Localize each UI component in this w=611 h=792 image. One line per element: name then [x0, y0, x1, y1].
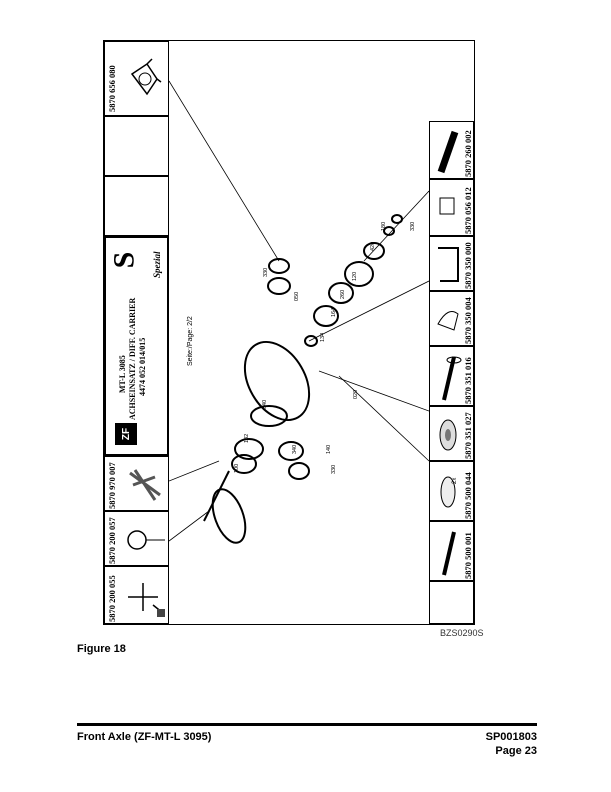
fixture-icon: [438, 247, 459, 282]
callout: 050: [294, 291, 300, 301]
tool-cell: 5870 970 007: [104, 456, 169, 511]
tool-cell: 2x 5870 500 044: [429, 461, 474, 521]
tool-part-number: 5870 500 001: [463, 532, 473, 579]
insert-icon: [437, 311, 459, 331]
footer-page-number: Page 23: [495, 745, 537, 757]
figure-caption: Figure 18: [77, 643, 126, 655]
tool-cell: 5870 350 000: [429, 236, 474, 291]
callout: 330: [263, 267, 269, 277]
dial-gauge-icon: [127, 530, 165, 550]
tool-part-number: 5870 656 080: [107, 65, 117, 112]
empty-cell: [104, 116, 169, 176]
special-logo-text: Spezial: [152, 251, 162, 278]
tool-cell: 5870 656 080: [104, 41, 169, 116]
footer-rule: [77, 723, 537, 726]
tool-cell: 5870 200 055: [104, 566, 169, 624]
disc-icon: [439, 419, 457, 451]
tool-part-number: 5870 351 016: [463, 357, 473, 404]
empty-cell: [429, 581, 474, 624]
callout: 132: [244, 433, 250, 443]
assembly-label: ACHSEINSATZ / DIFF. CARRIER: [128, 297, 137, 420]
callout: 100: [234, 463, 240, 473]
tool-cell: 5870 351 027: [429, 406, 474, 461]
tool-part-number: 5870 200 055: [107, 575, 117, 622]
tool-cell: 5870 351 016: [429, 346, 474, 406]
tool-part-number: 5870 200 057: [107, 517, 117, 564]
tool-cell: 5870 350 004: [429, 291, 474, 346]
callout: 140: [326, 444, 332, 454]
disc-icon: [440, 476, 456, 508]
callout: 180: [381, 221, 387, 231]
callout: 134: [320, 332, 326, 342]
callout: 340: [262, 399, 268, 409]
exploded-view-diagram: [169, 80, 429, 544]
footer-doc-number: SP001803: [485, 731, 537, 743]
extractor-icon: [129, 469, 161, 501]
callout: 340: [292, 444, 298, 454]
callout: 260: [340, 289, 346, 299]
mandrel-icon: [437, 130, 459, 174]
drawing-frame: 5870 656 080 ZF MT-L 3085 ACHSEINSATZ / …: [103, 40, 475, 625]
tool-part-number: 5870 970 007: [107, 462, 117, 509]
title-block: ZF MT-L 3085 ACHSEINSATZ / DIFF. CARRIER…: [104, 236, 169, 456]
footer-title: Front Axle (ZF-MT-L 3095): [77, 731, 212, 743]
drawing-code: BZS0290S: [440, 628, 484, 638]
callout: 120: [352, 271, 358, 281]
quantity-note: 2x: [452, 477, 458, 484]
model-label: MT-L 3085: [118, 355, 127, 393]
tool-cell: 5870 260 002: [429, 121, 474, 179]
tool-cell: 5870 200 057: [104, 511, 169, 566]
tool-part-number: 5870 351 027: [463, 412, 473, 459]
callout: 330: [410, 221, 416, 231]
tool-part-number: 5870 056 012: [463, 187, 473, 234]
callout: 420: [370, 241, 376, 251]
shaft-icon: [442, 531, 456, 576]
puller-icon: [130, 58, 162, 96]
tool-part-number: 5870 350 004: [463, 297, 473, 344]
callout: 020: [353, 389, 359, 399]
callout: 164: [331, 307, 337, 317]
tool-cell: 5870 500 001: [429, 521, 474, 581]
bracket-tool-icon: [128, 583, 165, 617]
tool-cell: 5870 056 012: [429, 179, 474, 236]
tool-part-number: 5870 500 044: [463, 472, 473, 519]
zf-logo: ZF: [115, 423, 137, 445]
special-logo-icon: S: [107, 251, 141, 269]
assembly-number: 4474 052 014/015: [138, 337, 147, 396]
tool-part-number: 5870 260 002: [463, 130, 473, 177]
driver-icon: [442, 356, 462, 401]
empty-cell: [104, 176, 169, 236]
adapter-icon: [439, 197, 455, 215]
tool-part-number: 5870 350 000: [463, 242, 473, 289]
callout: 330: [331, 464, 337, 474]
